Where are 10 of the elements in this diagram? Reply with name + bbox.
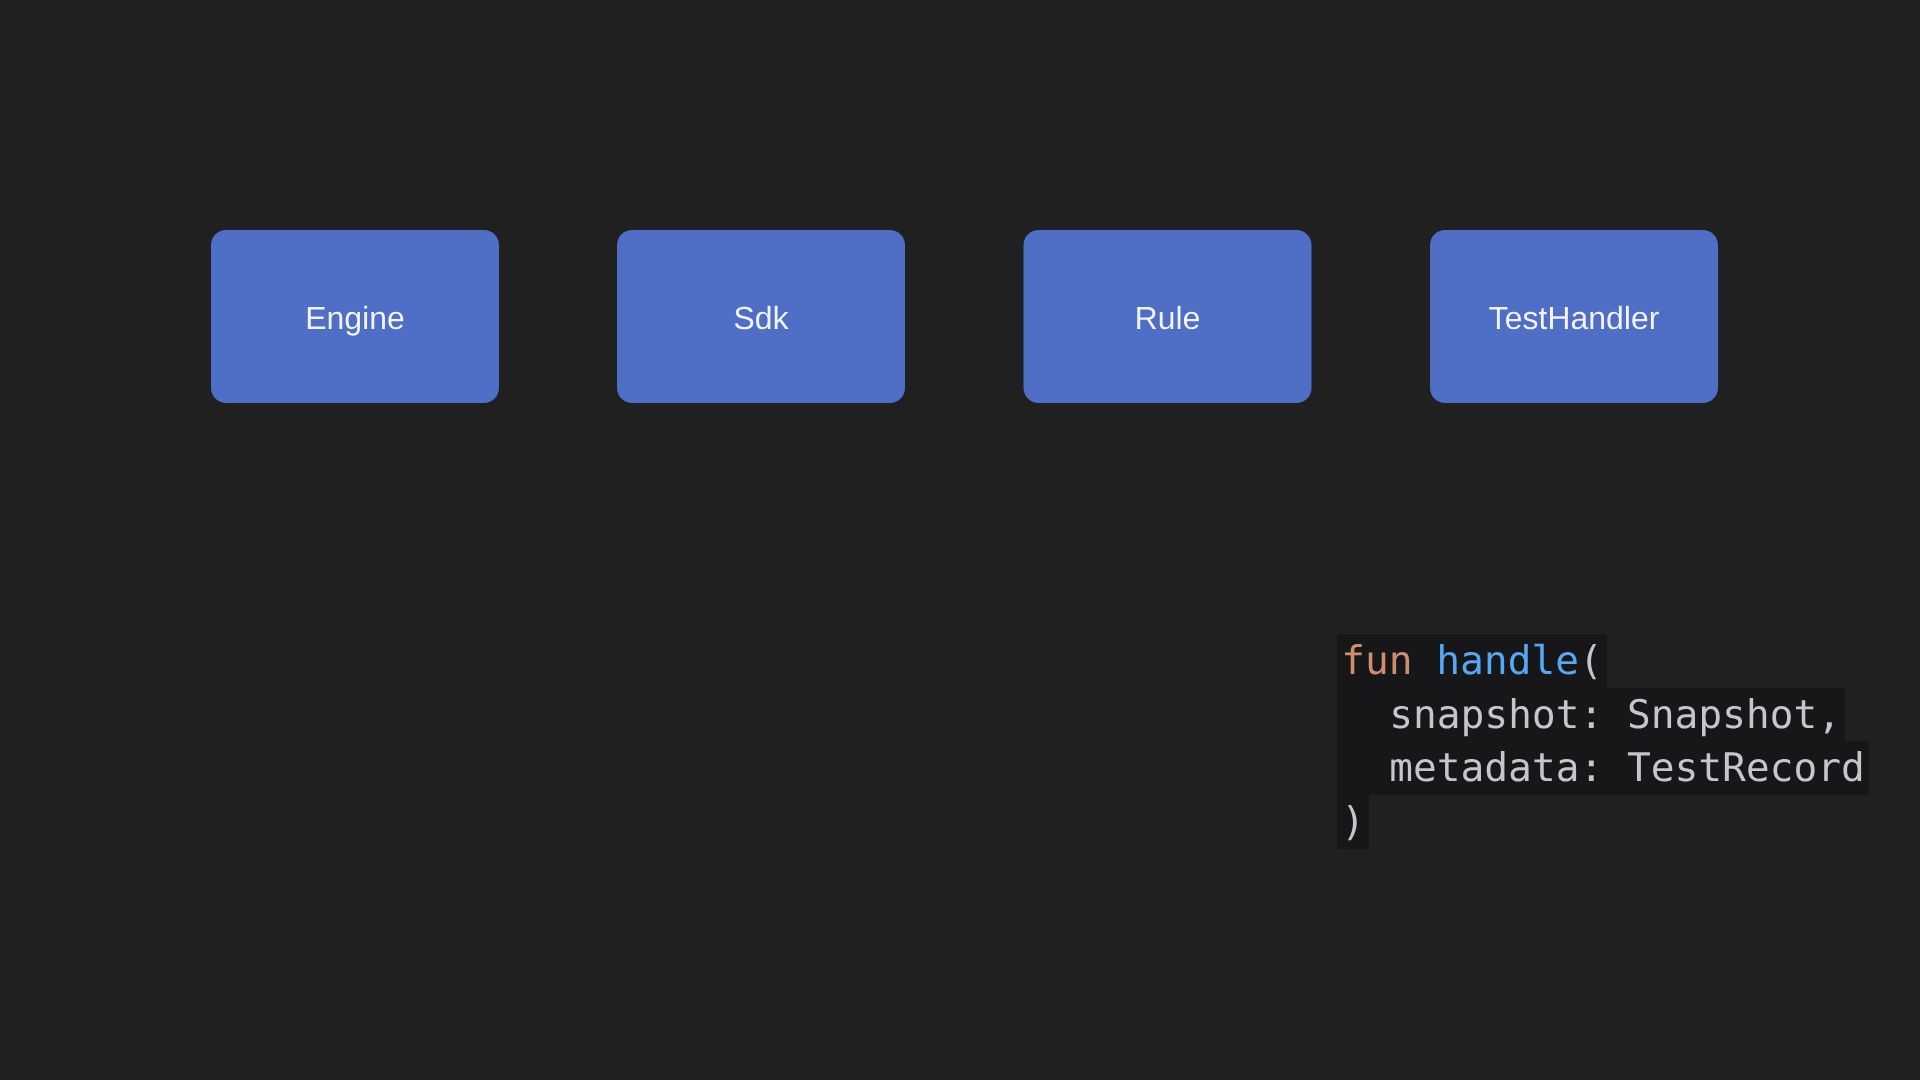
process-box: TestHandler <box>1430 230 1718 403</box>
code-text: ) <box>1347 805 1357 841</box>
code-text: ( <box>1587 644 1597 680</box>
code-text: metadata: TestRecord <box>1391 751 1862 782</box>
code-text: snapshot: Snapshot, <box>1393 698 1832 737</box>
process-box: Rule <box>1023 230 1312 403</box>
code-text: handle <box>1440 643 1577 675</box>
code-text: fun <box>1345 644 1410 675</box>
process-box: Engine <box>211 230 499 403</box>
process-box: Sdk <box>617 230 905 403</box>
